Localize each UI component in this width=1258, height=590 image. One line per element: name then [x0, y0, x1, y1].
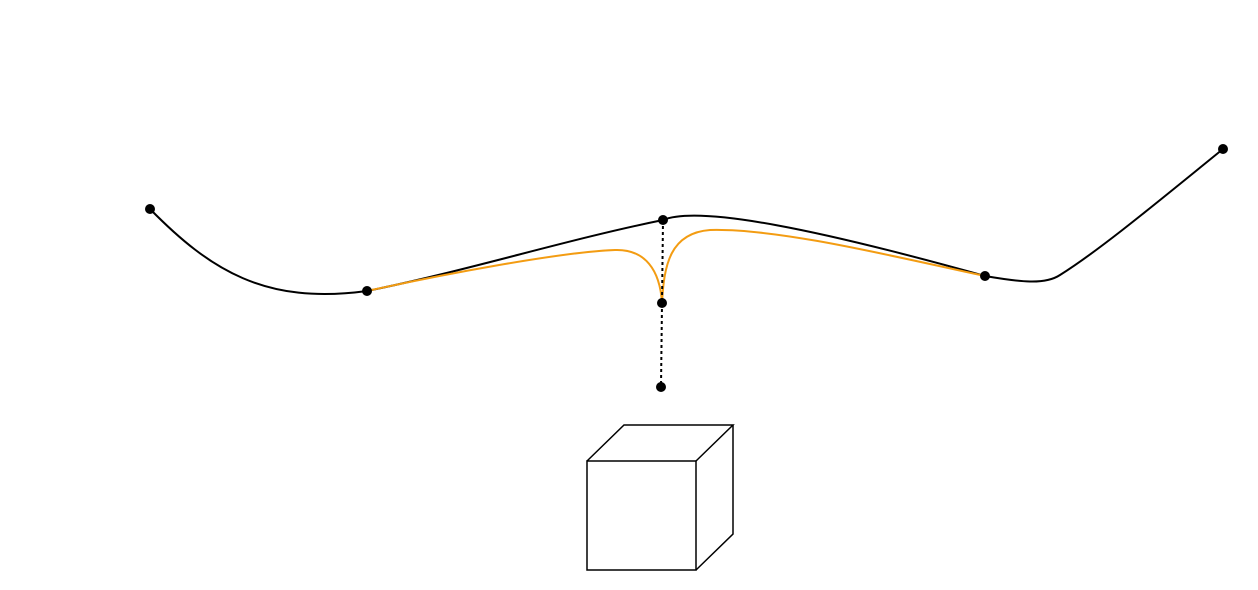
main-spline-curve	[149, 148, 1224, 295]
control-point-left[interactable]	[362, 286, 372, 296]
cube-front-face	[586, 460, 697, 571]
vertical-guide-line	[661, 219, 664, 304]
control-point-end[interactable]	[1218, 144, 1228, 154]
control-point-bottom-center[interactable]	[656, 382, 666, 392]
control-point-right[interactable]	[980, 271, 990, 281]
vertical-guide-line-lower	[660, 302, 663, 388]
control-point-top-center[interactable]	[658, 215, 668, 225]
cube-top-face	[586, 424, 735, 462]
deformed-spline-curve	[366, 228, 986, 304]
control-point-center[interactable]	[657, 298, 667, 308]
control-point-start[interactable]	[145, 204, 155, 214]
cube-icon	[586, 424, 735, 571]
cube-side-face	[695, 425, 734, 571]
